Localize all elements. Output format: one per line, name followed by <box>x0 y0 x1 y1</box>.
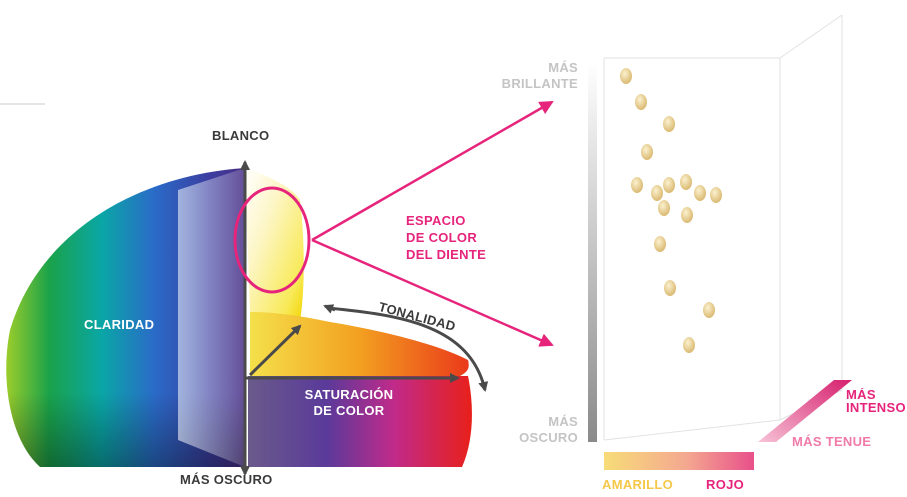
tooth-color-space-label: ESPACIO DE COLOR DEL DIENTE <box>406 212 486 263</box>
darker-line1: MÁS <box>548 414 578 429</box>
darker-label: MÁS OSCURO <box>180 472 273 487</box>
intense-line1: MÁS <box>846 388 876 402</box>
tooth-samples <box>620 68 722 353</box>
callout-line1: ESPACIO <box>406 213 466 228</box>
lightness-label: CLARIDAD <box>84 317 155 332</box>
red-label: ROJO <box>706 477 745 492</box>
tooth-space-ellipse <box>233 186 311 294</box>
tooth-sample <box>703 302 715 318</box>
hue-vector-arrow <box>248 324 302 377</box>
tooth-sample <box>620 68 632 84</box>
brighter-line1: MÁS <box>548 60 578 75</box>
saturation-label-line1: SATURACIÓN <box>304 387 394 402</box>
tooth-sample <box>641 144 653 160</box>
yellow-label: AMARILLO <box>602 477 673 492</box>
callout-line3: DEL DIENTE <box>406 247 487 262</box>
tooth-sample <box>658 200 670 216</box>
more-intense-label: MÁS INTENSO <box>846 388 907 414</box>
saturation-label: SATURACIÓN DE COLOR <box>294 387 404 419</box>
tooth-sample <box>631 177 643 193</box>
tooth-sample <box>680 174 692 190</box>
tooth-sample <box>654 236 666 252</box>
darker-line2: OSCURO <box>519 430 578 445</box>
weaker-label: MÁS TENUE <box>792 434 872 449</box>
saturation-label-line2: DE COLOR <box>313 403 385 418</box>
tooth-sample <box>663 177 675 193</box>
callout-arrow-down <box>311 238 554 347</box>
tooth-sample <box>681 207 693 223</box>
callout-arrow-up <box>311 100 554 242</box>
tooth-shade-box <box>603 14 843 441</box>
color-globe <box>6 168 472 467</box>
hue-scale-bar <box>604 452 754 470</box>
brighter-label: MÁS BRILLANTE <box>480 60 578 92</box>
brightness-scale-bar <box>588 62 597 442</box>
brighter-line2: BRILLANTE <box>501 76 578 91</box>
tooth-sample <box>683 337 695 353</box>
tooth-sample <box>635 94 647 110</box>
callout-line2: DE COLOR <box>406 230 478 245</box>
tooth-sample <box>664 280 676 296</box>
tooth-sample <box>710 187 722 203</box>
white-label: BLANCO <box>212 128 270 143</box>
intense-line2: INTENSO <box>846 400 906 414</box>
tooth-sample <box>663 116 675 132</box>
tooth-sample <box>694 185 706 201</box>
tooth-sample <box>651 185 663 201</box>
hue-curve-arrow <box>327 306 489 392</box>
darker-right-label: MÁS OSCURO <box>480 414 578 446</box>
chroma-scale-bar <box>758 380 852 442</box>
